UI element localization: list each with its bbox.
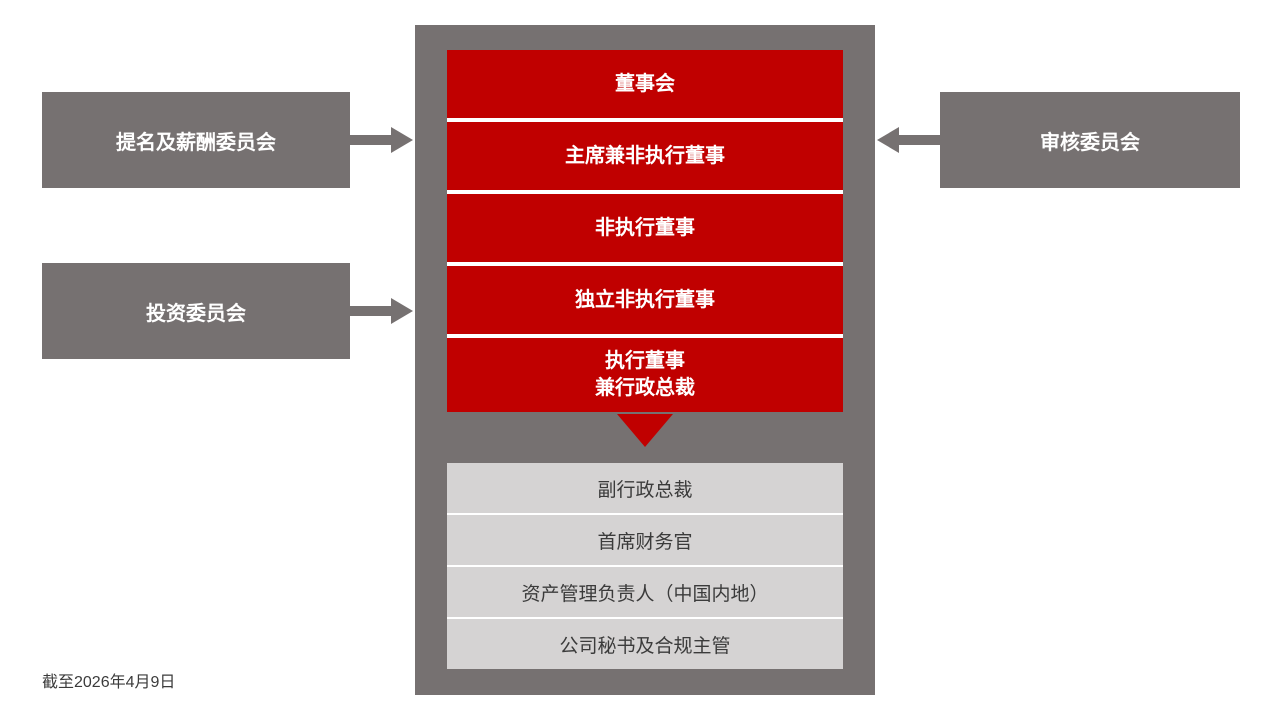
- management-box: 副行政总裁: [447, 463, 843, 513]
- board-box: 非执行董事: [447, 194, 843, 262]
- committee-box-audit: 审核委员会: [940, 92, 1240, 188]
- arrow-bar: [899, 135, 940, 145]
- investment-arrow: [350, 298, 413, 324]
- management-box: 公司秘书及合规主管: [447, 619, 843, 669]
- committee-box-nomination-remuneration: 提名及薪酬委员会: [42, 92, 350, 188]
- management-box: 首席财务官: [447, 515, 843, 565]
- as-of-date: 截至2026年4月9日: [42, 674, 176, 691]
- arrow-bar: [350, 135, 391, 145]
- management-box: 资产管理负责人（中国内地）: [447, 567, 843, 617]
- board-box: 执行董事 兼行政总裁: [447, 338, 843, 412]
- board-box: 董事会: [447, 50, 843, 118]
- arrow-bar: [350, 306, 391, 316]
- arrow-right-icon: [391, 298, 413, 324]
- board-management-panel: 董事会 主席兼非执行董事 非执行董事 独立非执行董事 执行董事 兼行政总裁 副行…: [415, 25, 875, 695]
- nomination-arrow: [350, 127, 413, 153]
- board-stack: 董事会 主席兼非执行董事 非执行董事 独立非执行董事 执行董事 兼行政总裁: [447, 50, 843, 412]
- arrow-right-icon: [391, 127, 413, 153]
- committee-box-investment: 投资委员会: [42, 263, 350, 359]
- audit-arrow: [877, 127, 940, 153]
- board-box: 主席兼非执行董事: [447, 122, 843, 190]
- down-arrow-icon: [617, 414, 673, 447]
- arrow-left-icon: [877, 127, 899, 153]
- board-box: 独立非执行董事: [447, 266, 843, 334]
- management-stack: 副行政总裁 首席财务官 资产管理负责人（中国内地） 公司秘书及合规主管: [447, 463, 843, 669]
